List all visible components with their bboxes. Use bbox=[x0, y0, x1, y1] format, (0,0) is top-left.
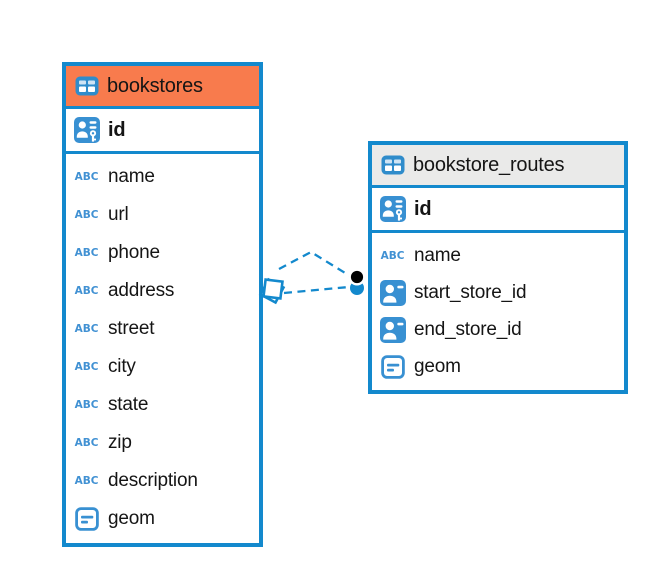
column-name: end_store_id bbox=[414, 318, 522, 340]
column-row[interactable]: ABC zip bbox=[73, 424, 252, 462]
text-type-icon: ABC bbox=[74, 475, 99, 487]
text-type-icon: ABC bbox=[74, 323, 99, 335]
text-type-icon: ABC bbox=[74, 285, 99, 297]
column-name: description bbox=[108, 470, 198, 491]
one-end-blue-dot-marker bbox=[350, 281, 364, 295]
primary-key-icon bbox=[379, 196, 406, 222]
column-name: name bbox=[414, 244, 461, 266]
reference-type-icon bbox=[379, 317, 406, 343]
table-header[interactable]: bookstore_routes bbox=[372, 145, 624, 188]
column-row[interactable]: ABC url bbox=[73, 196, 252, 234]
text-type-icon: ABC bbox=[74, 437, 99, 449]
many-end-diamond-marker bbox=[258, 277, 286, 305]
text-type-icon: ABC bbox=[380, 249, 405, 262]
column-name: name bbox=[108, 166, 155, 187]
column-row[interactable]: ABC description bbox=[73, 462, 252, 500]
geometry-type-icon bbox=[73, 506, 100, 532]
column-row[interactable]: ABC state bbox=[73, 386, 252, 424]
column-row[interactable]: ABC name bbox=[379, 237, 617, 274]
column-name: address bbox=[108, 280, 175, 301]
one-end-black-dot-marker bbox=[348, 268, 366, 286]
column-name: geom bbox=[108, 508, 155, 529]
relationship-line-lower bbox=[283, 285, 350, 295]
table-header[interactable]: bookstores bbox=[66, 66, 259, 109]
column-name: city bbox=[108, 356, 136, 377]
column-name: url bbox=[108, 204, 129, 225]
reference-type-icon bbox=[379, 280, 406, 306]
column-name: id bbox=[414, 197, 432, 220]
column-name: zip bbox=[108, 432, 132, 453]
text-type-icon: ABC bbox=[74, 171, 99, 183]
table-icon bbox=[75, 76, 99, 96]
geometry-type-icon bbox=[379, 354, 406, 380]
column-row[interactable]: geom bbox=[73, 500, 252, 538]
column-row[interactable]: geom bbox=[379, 348, 617, 385]
column-name: geom bbox=[414, 355, 461, 377]
primary-key-icon bbox=[73, 117, 100, 143]
column-name: start_store_id bbox=[414, 281, 527, 303]
column-row[interactable]: start_store_id bbox=[379, 274, 617, 311]
column-name: id bbox=[108, 118, 126, 141]
primary-key-row[interactable]: id bbox=[66, 109, 259, 154]
primary-key-row[interactable]: id bbox=[372, 188, 624, 233]
text-type-icon: ABC bbox=[74, 399, 99, 411]
column-row[interactable]: end_store_id bbox=[379, 311, 617, 348]
column-name: street bbox=[108, 318, 155, 339]
column-row[interactable]: ABC street bbox=[73, 310, 252, 348]
table-name: bookstore_routes bbox=[413, 153, 565, 176]
column-row[interactable]: ABC city bbox=[73, 348, 252, 386]
table-bookstores[interactable]: bookstores id ABC name ABC url ABC phone… bbox=[62, 62, 263, 547]
column-row[interactable]: ABC phone bbox=[73, 234, 252, 272]
column-list: ABC name ABC url ABC phone ABC address A… bbox=[66, 154, 259, 540]
text-type-icon: ABC bbox=[74, 247, 99, 259]
text-type-icon: ABC bbox=[74, 209, 99, 221]
text-type-icon: ABC bbox=[74, 361, 99, 373]
column-row[interactable]: ABC name bbox=[73, 158, 252, 196]
table-bookstore-routes[interactable]: bookstore_routes id ABC name start_store… bbox=[368, 141, 628, 394]
column-row[interactable]: ABC address bbox=[73, 272, 252, 310]
column-list: ABC name start_store_id end_store_id geo… bbox=[372, 233, 624, 387]
column-name: state bbox=[108, 394, 149, 415]
column-name: phone bbox=[108, 242, 160, 263]
table-name: bookstores bbox=[107, 74, 203, 97]
relationship-line-upper bbox=[278, 250, 351, 277]
table-icon bbox=[381, 155, 405, 175]
